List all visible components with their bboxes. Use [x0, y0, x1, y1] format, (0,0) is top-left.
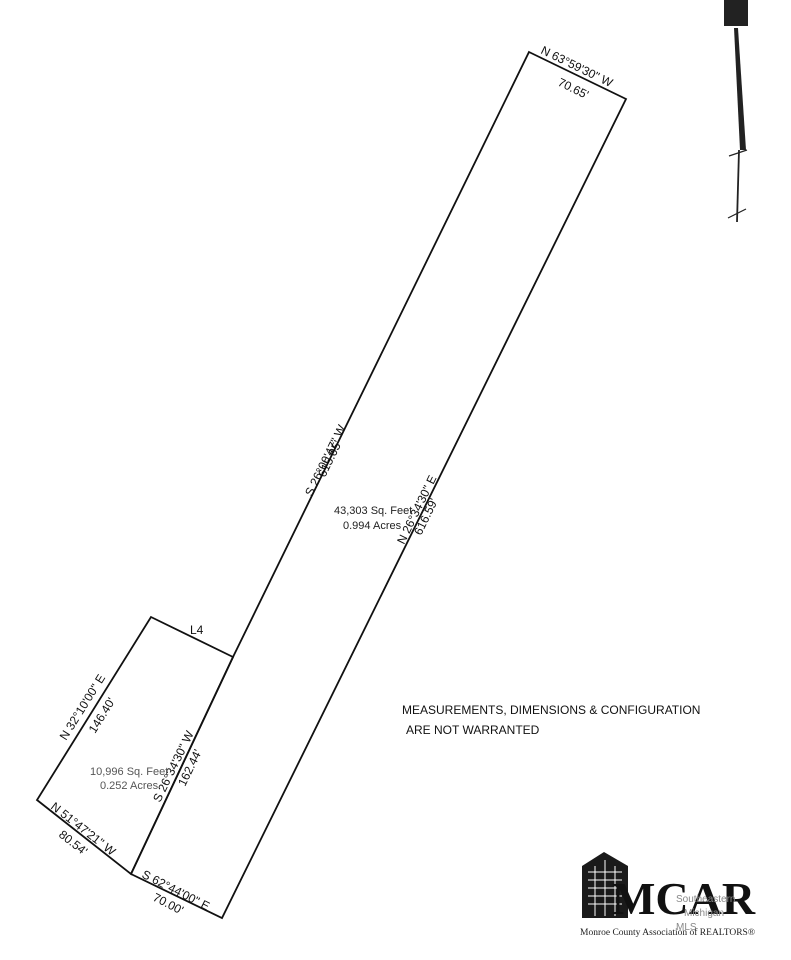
logo-name: MCAR: [612, 873, 756, 924]
south-area-acres: 0.252 Acres: [100, 780, 159, 792]
logo-tagline: Monroe County Association of REALTORS®: [580, 927, 755, 938]
logo-side-line-2: Michigan: [684, 908, 724, 919]
south-parcel-outline: [35, 615, 235, 876]
south-area-sqft: 10,996 Sq. Feet: [90, 766, 168, 778]
north-arrow-icon: [724, 0, 748, 223]
main-parcel-outline: [129, 50, 628, 920]
main-area-sqft: 43,303 Sq. Feet: [334, 505, 412, 517]
l4-label: L4: [190, 623, 204, 637]
main-area-acres: 0.994 Acres: [343, 520, 402, 532]
disclaimer-line-2: ARE NOT WARRANTED: [406, 723, 540, 737]
building-icon: [582, 852, 628, 918]
logo-side-line-1: Southeastern: [676, 894, 736, 905]
logo-side-line-3: MLS: [676, 922, 697, 933]
disclaimer-line-1: MEASUREMENTS, DIMENSIONS & CONFIGURATION: [402, 703, 700, 717]
